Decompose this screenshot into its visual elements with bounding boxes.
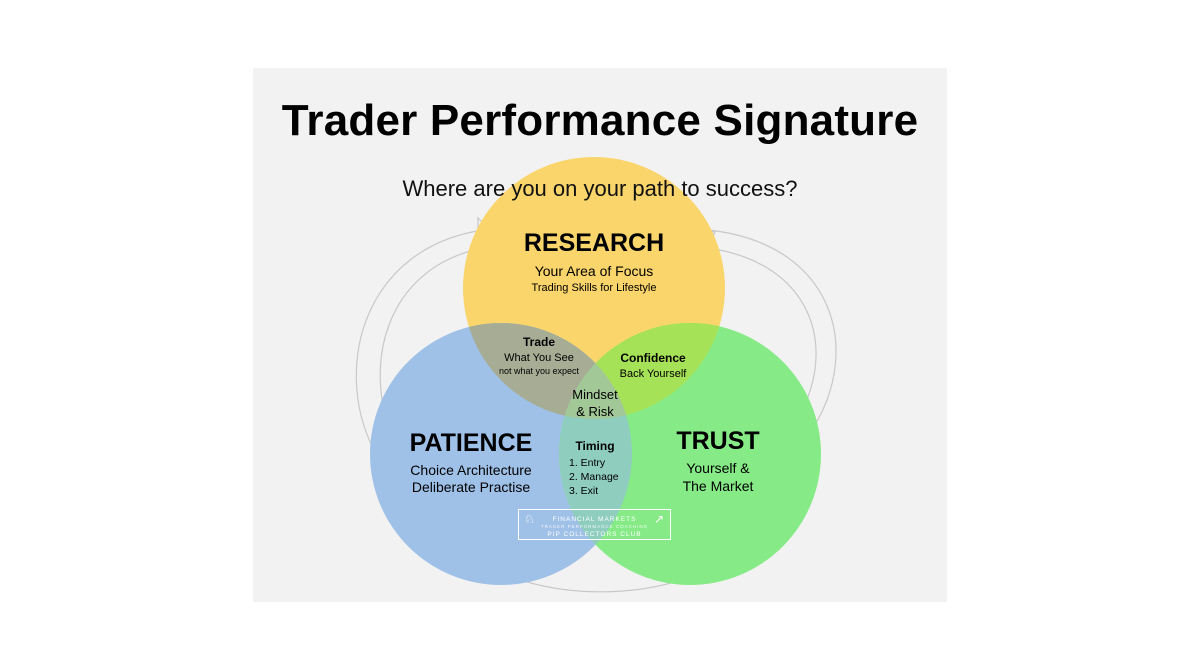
research-heading: RESEARCH <box>523 229 665 257</box>
confidence-line1: Back Yourself <box>619 368 687 380</box>
confidence-heading: Confidence <box>620 351 686 365</box>
trade-line2: not what you expect <box>498 366 580 376</box>
patience-heading: PATIENCE <box>409 429 533 457</box>
slide: Trader Performance Signature Where are y… <box>253 68 947 602</box>
overlap-confidence <box>559 323 725 419</box>
timing-item-2: 2. Manage <box>569 471 619 483</box>
center-line2: & Risk <box>576 404 614 419</box>
patience-line1: Choice Architecture <box>410 462 532 478</box>
trust-line2: The Market <box>682 478 754 494</box>
trade-heading: Trade <box>522 335 555 349</box>
overlap-trade <box>463 323 632 419</box>
patience-line2: Deliberate Practise <box>411 479 531 495</box>
logo-line3: PIP COLLECTORS CLUB <box>547 531 642 538</box>
trophy-icon: ♘ <box>524 512 536 526</box>
timing-item-1: 1. Entry <box>569 457 606 469</box>
logo-line1: FINANCIAL MARKETS <box>552 516 637 523</box>
page-title: Trader Performance Signature <box>281 96 919 145</box>
timing-heading: Timing <box>575 439 615 453</box>
timing-item-3: 3. Exit <box>569 485 599 497</box>
center-line1: Mindset <box>572 387 618 402</box>
chart-icon: ↗ <box>653 512 665 526</box>
venn-diagram <box>355 157 837 593</box>
research-line2: Trading Skills for Lifestyle <box>531 282 657 294</box>
page-subtitle: Where are you on your path to success? <box>402 176 798 201</box>
club-logo: ♘ FINANCIAL MARKETS TRADER PERFORMANCE C… <box>518 509 671 540</box>
cycle-arrow-right-inner <box>707 247 817 419</box>
trade-line1: What You See <box>504 352 574 364</box>
research-line1: Your Area of Focus <box>534 263 654 279</box>
trust-heading: TRUST <box>676 427 760 455</box>
trust-line1: Yourself & <box>686 460 750 476</box>
logo-line2: TRADER PERFORMANCE COACHING <box>540 524 649 529</box>
